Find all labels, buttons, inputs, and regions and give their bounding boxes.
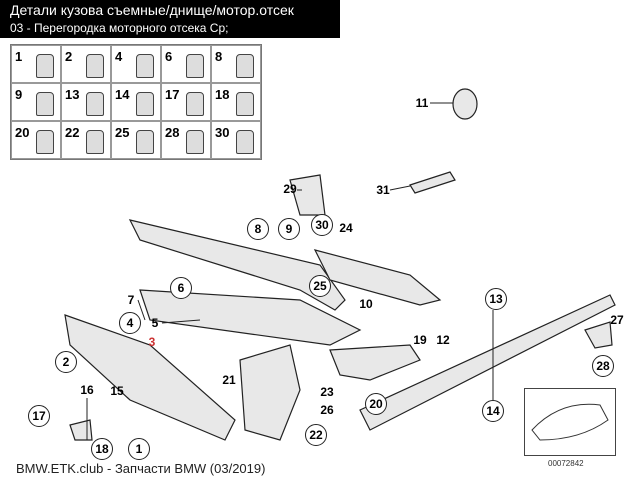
part-number: 2 (65, 49, 73, 64)
part-cell[interactable]: 9 (11, 83, 61, 121)
callout-4[interactable]: 4 (119, 312, 141, 334)
diagram-code: 00072842 (548, 459, 584, 468)
callout-3[interactable]: 3 (148, 335, 156, 349)
part-number: 8 (215, 49, 223, 64)
part-number: 30 (215, 125, 230, 140)
part-cell[interactable]: 22 (61, 121, 111, 159)
callout-25[interactable]: 25 (309, 275, 331, 297)
part-cell[interactable]: 30 (211, 121, 261, 159)
callout-14[interactable]: 14 (482, 400, 504, 422)
part-cell[interactable]: 1 (11, 45, 61, 83)
part-cell[interactable]: 18 (211, 83, 261, 121)
part-number: 14 (115, 87, 130, 102)
leader-lines (86, 102, 494, 440)
callout-10[interactable]: 10 (359, 297, 373, 311)
callout-18[interactable]: 18 (91, 438, 113, 460)
title-bar: Детали кузова съемные/днище/мотор.отсек … (0, 0, 340, 38)
part-tray (313, 249, 442, 306)
page-subtitle: 03 - Перегородка моторного отсека Ср; (10, 21, 229, 35)
callout-9[interactable]: 9 (278, 218, 300, 240)
part-cell[interactable]: 2 (61, 45, 111, 83)
callout-21[interactable]: 21 (222, 373, 236, 387)
fastener-icon (186, 130, 204, 154)
callout-2[interactable]: 2 (55, 351, 77, 373)
fastener-icon (136, 130, 154, 154)
part-number: 17 (165, 87, 180, 102)
callout-20[interactable]: 20 (365, 393, 387, 415)
fasteners-grid: 1 2 4 6 8 9 13 14 17 18 20 22 25 28 30 (10, 44, 262, 160)
part-sill (359, 294, 616, 431)
fastener-icon (236, 130, 254, 154)
part-number: 25 (115, 125, 130, 140)
part-number: 28 (165, 125, 180, 140)
fastener-icon (186, 54, 204, 78)
callout-16[interactable]: 16 (80, 383, 94, 397)
callout-8[interactable]: 8 (247, 218, 269, 240)
part-cell[interactable]: 13 (61, 83, 111, 121)
part-crossmember (128, 219, 346, 311)
part-number: 13 (65, 87, 80, 102)
part-cell[interactable]: 25 (111, 121, 161, 159)
callout-23[interactable]: 23 (320, 385, 334, 399)
callout-30[interactable]: 30 (311, 214, 333, 236)
fastener-icon (86, 92, 104, 116)
fastener-icon (86, 130, 104, 154)
part-number: 4 (115, 49, 123, 64)
callout-29[interactable]: 29 (283, 182, 297, 196)
callout-31[interactable]: 31 (376, 183, 390, 197)
callout-26[interactable]: 26 (320, 403, 334, 417)
part-cell[interactable]: 17 (161, 83, 211, 121)
fastener-icon (186, 92, 204, 116)
part-cell[interactable]: 8 (211, 45, 261, 83)
callout-11[interactable]: 11 (415, 96, 429, 110)
callout-7[interactable]: 7 (127, 293, 135, 307)
callout-6[interactable]: 6 (170, 277, 192, 299)
fastener-icon (136, 92, 154, 116)
part-cell[interactable]: 4 (111, 45, 161, 83)
part-number: 18 (215, 87, 230, 102)
fastener-icon (236, 92, 254, 116)
callout-24[interactable]: 24 (339, 221, 353, 235)
callout-12[interactable]: 12 (436, 333, 450, 347)
callout-1[interactable]: 1 (128, 438, 150, 460)
part-grommet-11 (452, 88, 478, 120)
part-number: 9 (15, 87, 23, 102)
part-cell[interactable]: 20 (11, 121, 61, 159)
fastener-icon (86, 54, 104, 78)
part-strip-31 (409, 171, 456, 194)
part-number: 22 (65, 125, 80, 140)
part-bracket-21 (239, 344, 301, 441)
page-title: Детали кузова съемные/днище/мотор.отсек (10, 2, 294, 18)
part-number: 1 (15, 49, 23, 64)
part-bracket-27 (584, 321, 613, 349)
callout-27[interactable]: 27 (610, 313, 624, 327)
callout-19[interactable]: 19 (413, 333, 427, 347)
part-number: 20 (15, 125, 30, 140)
part-bracket-20 (329, 344, 421, 381)
fastener-icon (136, 54, 154, 78)
part-cowl-panel (139, 289, 362, 346)
callout-13[interactable]: 13 (485, 288, 507, 310)
car-inset (524, 388, 616, 456)
part-bracket-16 (69, 419, 93, 441)
car-inset-drawing (531, 403, 609, 441)
callout-22[interactable]: 22 (305, 424, 327, 446)
fastener-icon (236, 54, 254, 78)
callout-17[interactable]: 17 (28, 405, 50, 427)
fastener-icon (36, 92, 54, 116)
part-number: 6 (165, 49, 173, 64)
part-bulkhead (64, 314, 236, 441)
callout-28[interactable]: 28 (592, 355, 614, 377)
callout-15[interactable]: 15 (110, 384, 124, 398)
footer-text: BMW.ETK.club - Запчасти BMW (03/2019) (16, 461, 266, 476)
fastener-icon (36, 130, 54, 154)
fastener-icon (36, 54, 54, 78)
part-cell[interactable]: 14 (111, 83, 161, 121)
part-cell[interactable]: 6 (161, 45, 211, 83)
callout-5[interactable]: 5 (151, 316, 159, 330)
part-cell[interactable]: 28 (161, 121, 211, 159)
